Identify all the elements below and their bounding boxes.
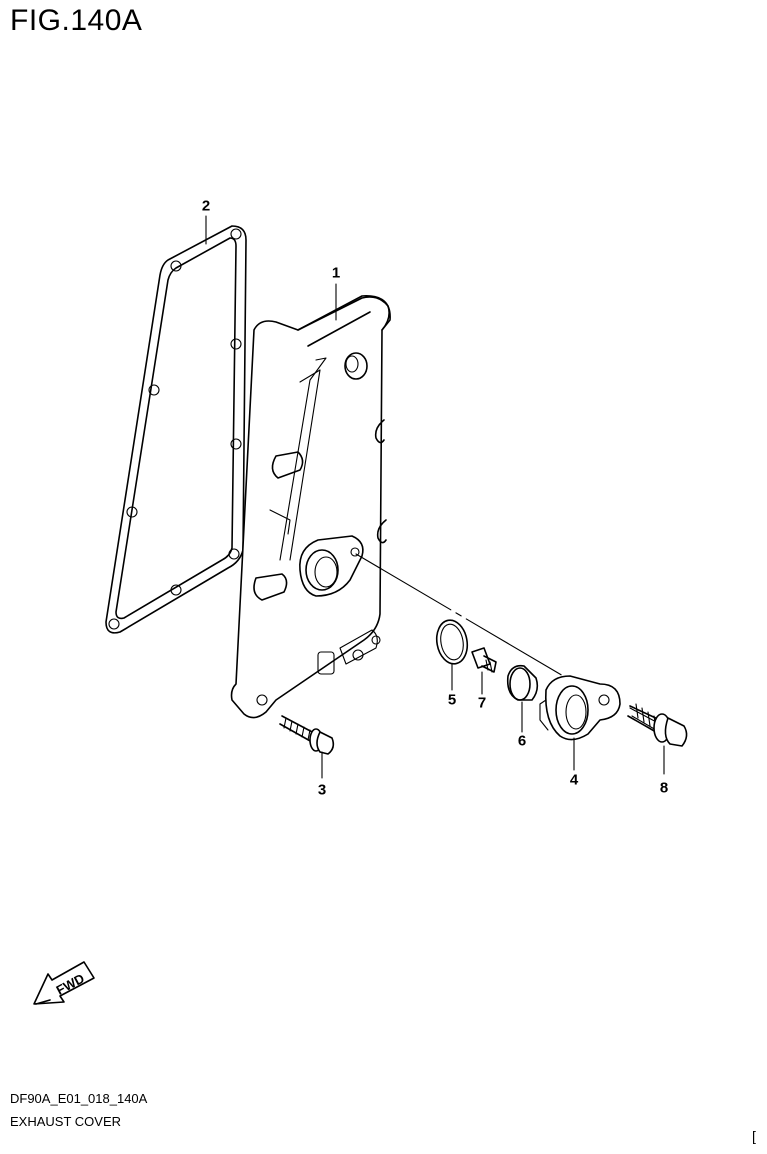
- part-6-collar[interactable]: [506, 664, 539, 701]
- fwd-arrow-icon: FWD: [33, 961, 95, 1005]
- callout-4: 4: [569, 771, 579, 789]
- part-1-exhaust-cover[interactable]: [230, 295, 391, 719]
- part-5-o-ring[interactable]: [433, 618, 470, 667]
- figure-code: DF90A_E01_018_140A: [10, 1091, 148, 1106]
- part-8-flange-bolt[interactable]: [627, 703, 688, 747]
- part-4-flange-cap[interactable]: [539, 675, 621, 741]
- callout-2: 2: [201, 197, 211, 215]
- callout-5: 5: [447, 691, 457, 709]
- callout-3: 3: [317, 781, 327, 799]
- fwd-arrow-label: FWD: [54, 971, 87, 998]
- part-2-gasket[interactable]: [105, 225, 247, 634]
- figure-title: FIG.140A: [10, 4, 143, 37]
- callout-6: 6: [517, 732, 527, 750]
- figure-name: EXHAUST COVER: [10, 1114, 122, 1129]
- part-3-bolt[interactable]: [279, 715, 335, 755]
- assembly-centerline: [355, 553, 605, 701]
- part-7-bolt[interactable]: [471, 647, 497, 673]
- callout-1: 1: [331, 264, 341, 282]
- corner-mark: [: [752, 1128, 756, 1144]
- callout-8: 8: [659, 779, 669, 797]
- callout-7: 7: [477, 694, 487, 712]
